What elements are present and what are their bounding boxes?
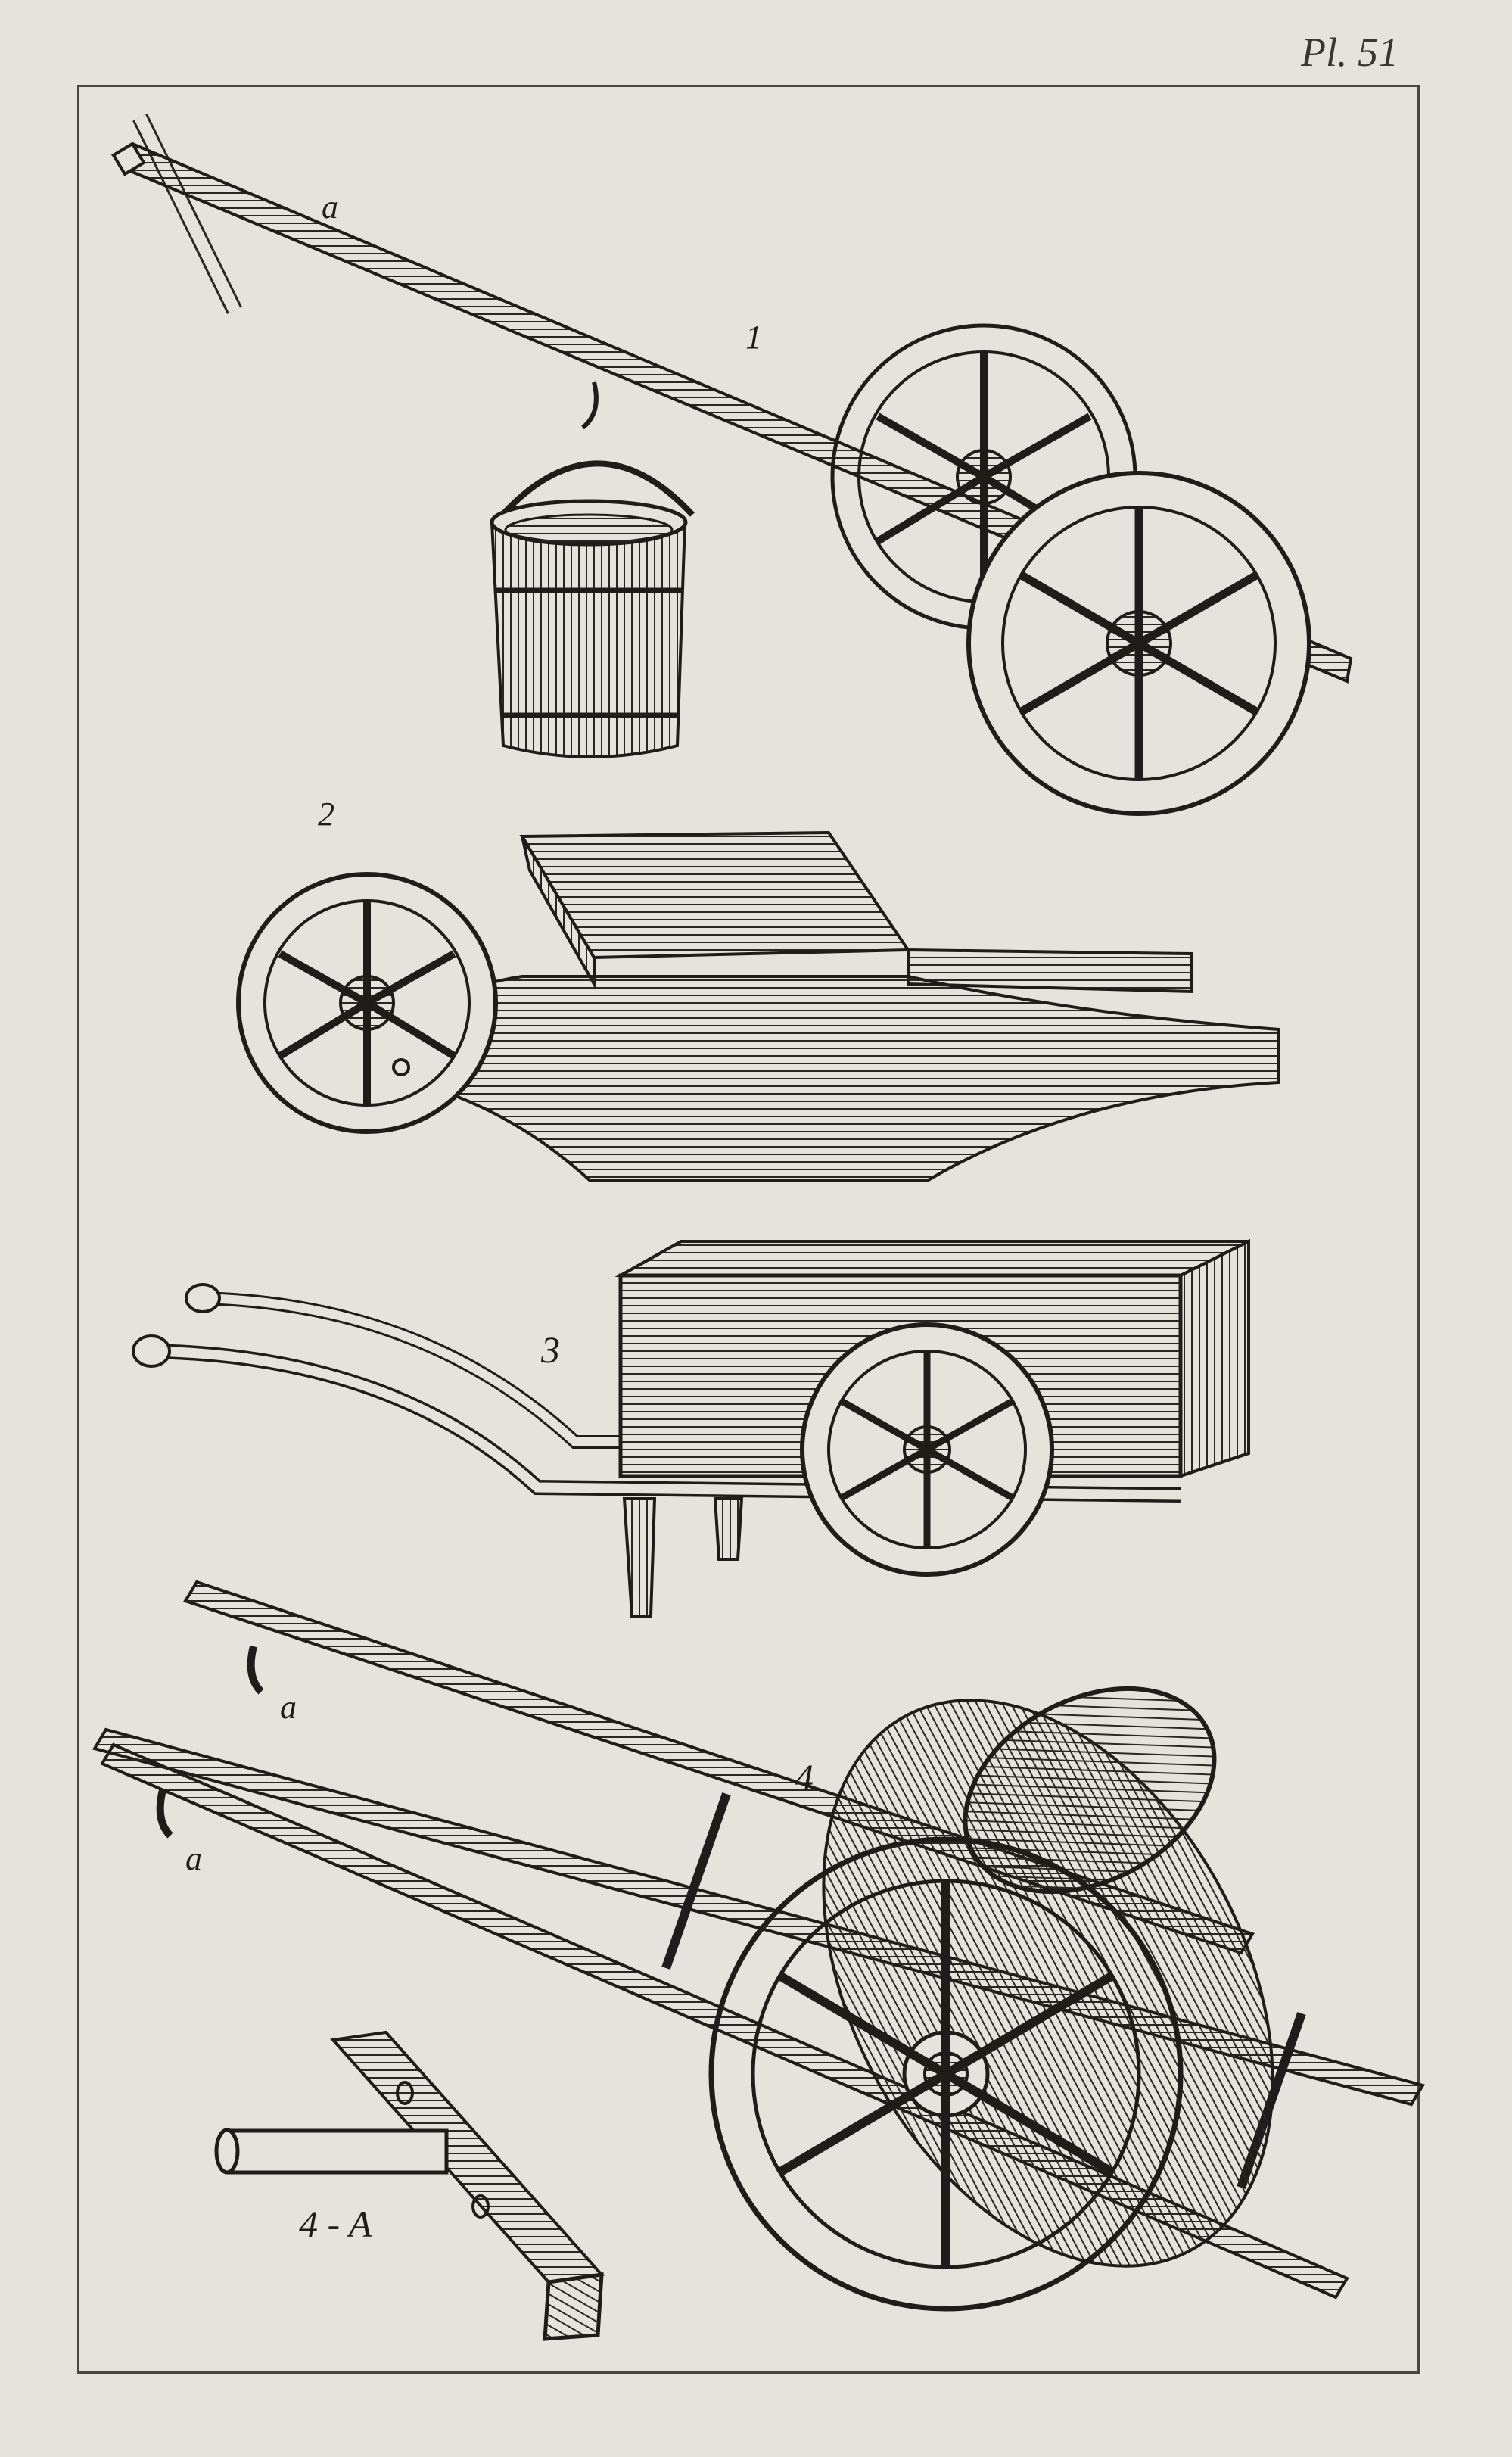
barrel [822, 1686, 1274, 2268]
figure-3-wheel [800, 1322, 1054, 1577]
figure-4-barrel-cart: a a 4 [92, 1580, 1426, 2312]
figure-1-part-label-a: a [322, 188, 338, 226]
figure-2-wheelbarrow: 2 [236, 796, 1280, 1182]
figure-3-wheelbarrow: 3 [132, 1238, 1250, 1618]
figure-4-wheel [708, 1836, 1184, 2312]
figure-4-part-label-a-lower: a [185, 1840, 202, 1877]
figure-4a-label: 4 - A [299, 2203, 372, 2245]
figure-4-part-label-a-upper: a [280, 1689, 297, 1726]
bucket [490, 499, 688, 758]
plate-number: Pl. 51 [1301, 30, 1398, 75]
figure-1-pole-cart: a 1 [110, 114, 1353, 816]
figure-4-label: 4 [795, 1756, 814, 1798]
figure-1-label: 1 [745, 319, 762, 356]
figure-3-label: 3 [540, 1328, 560, 1371]
figure-4a-beam-detail: 4 - A [214, 2030, 605, 2341]
figure-1-front-wheel [966, 471, 1311, 816]
figure-2-label: 2 [318, 796, 334, 833]
figure-2-wheel [236, 872, 498, 1134]
plate-frame [77, 85, 1420, 2374]
